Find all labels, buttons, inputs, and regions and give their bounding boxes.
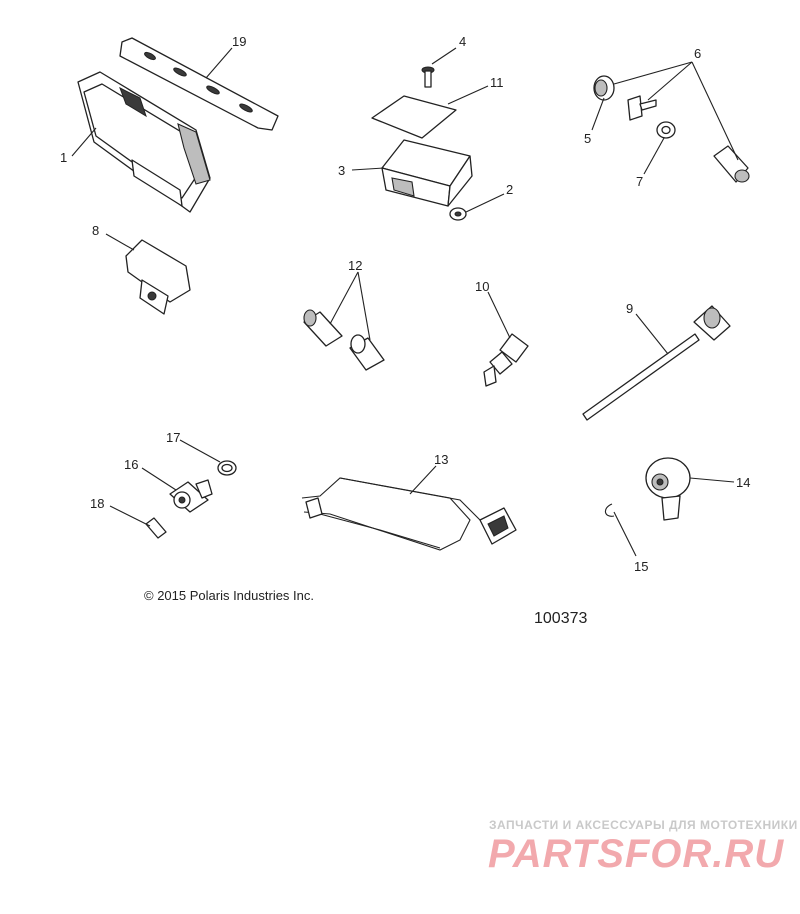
- part-9-o2-sensor: [582, 305, 731, 421]
- part-13-harness: [301, 477, 517, 551]
- callout-7: 7: [636, 174, 643, 189]
- part-3-module: [381, 139, 473, 207]
- part-10-temp-sensor: [483, 333, 529, 387]
- callout-5: 5: [584, 131, 591, 146]
- part-15-clip: [604, 503, 615, 517]
- callout-18: 18: [90, 496, 104, 511]
- part-18-bolt: [145, 517, 167, 539]
- callout-14: 14: [736, 475, 750, 490]
- part-8-map-sensor: [125, 239, 191, 315]
- part-11-gasket: [371, 95, 457, 139]
- callout-10: 10: [475, 279, 489, 294]
- callout-12: 12: [348, 258, 362, 273]
- drawing-number: 100373: [534, 610, 588, 627]
- watermark-tagline: ЗАПЧАСТИ И АКСЕССУАРЫ ДЛЯ МОТОТЕХНИКИ: [489, 818, 798, 832]
- callout-1: 1: [60, 150, 67, 165]
- watermark-logo: PARTSFOR.RU: [488, 832, 785, 876]
- callout-19: 19: [232, 34, 246, 49]
- part-19-bracket: [119, 37, 279, 131]
- callout-6: 6: [694, 46, 701, 61]
- callout-2: 2: [506, 182, 513, 197]
- part-7-washer: [656, 121, 676, 139]
- part-16-speed-sensor: [169, 479, 213, 513]
- part-2-nut: [449, 207, 467, 221]
- callout-15: 15: [634, 559, 648, 574]
- callout-11: 11: [490, 75, 504, 90]
- copyright-text: © 2015 Polaris Industries Inc.: [144, 588, 314, 603]
- leader-lines: [71, 47, 739, 557]
- part-5-cap: [593, 75, 615, 101]
- part-6-sensor: [713, 145, 750, 183]
- part-14-knock-sensor: [645, 457, 691, 521]
- callout-numbers: 1 2 3 4 5 6 7 8 9 10 11 12 13 14 15 16 1…: [60, 34, 750, 574]
- part-17-oring: [217, 460, 237, 476]
- part-6-clip: [627, 95, 657, 121]
- callout-3: 3: [338, 163, 345, 178]
- callout-13: 13: [434, 452, 448, 467]
- callout-9: 9: [626, 301, 633, 316]
- callout-4: 4: [459, 34, 466, 49]
- callout-17: 17: [166, 430, 180, 445]
- callout-16: 16: [124, 457, 138, 472]
- callout-8: 8: [92, 223, 99, 238]
- part-12-caps: [303, 309, 385, 371]
- part-1-ecu: [77, 71, 211, 213]
- part-4-screw: [421, 66, 435, 88]
